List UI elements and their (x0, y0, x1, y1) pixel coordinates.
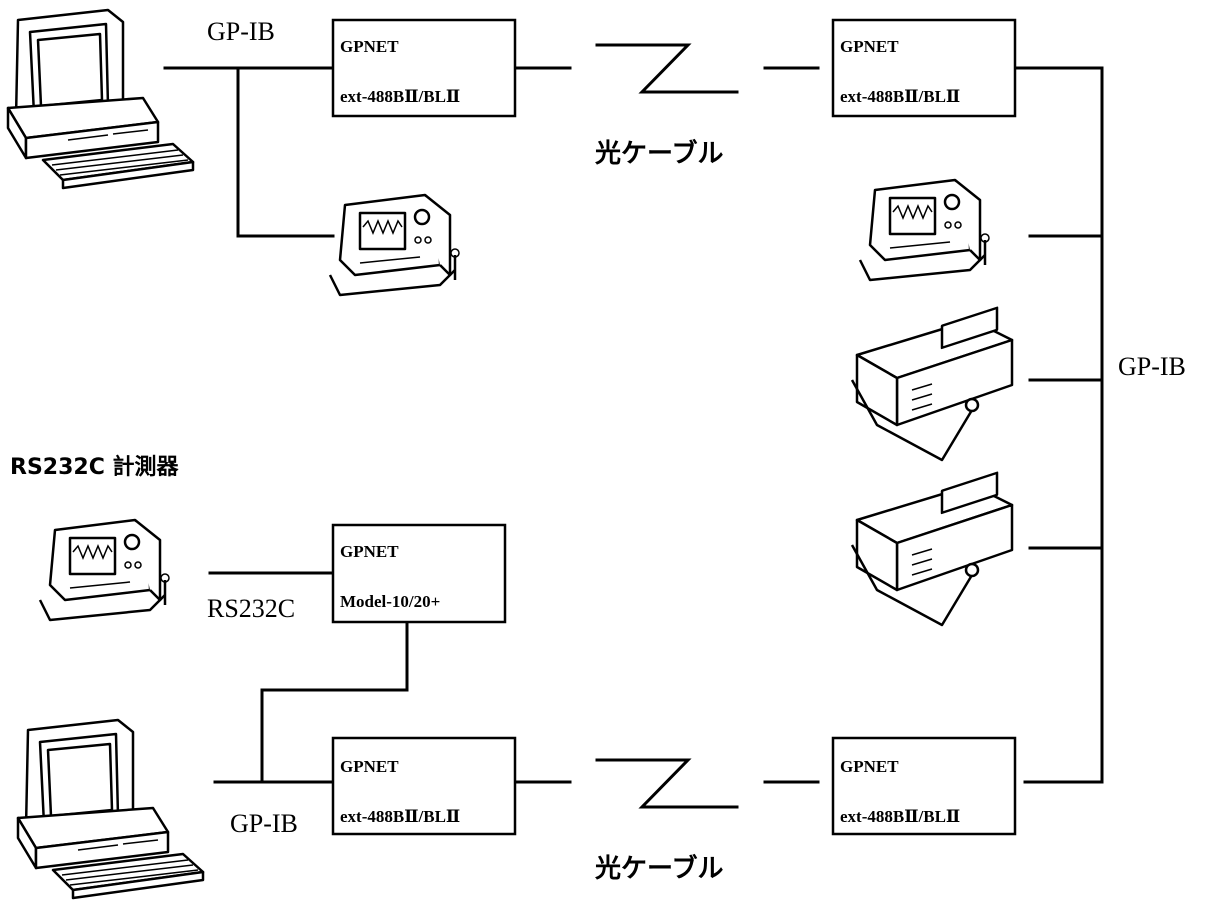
computer-bottom-icon (16, 718, 205, 900)
box-title: GPNET (840, 757, 899, 776)
meter-lower-icon (850, 471, 1014, 627)
gpib-label-top: GP-IB (207, 17, 275, 46)
oscilloscope-top-left-icon (328, 193, 461, 297)
rs232c-instrument-label: RS232C 計測器 (10, 454, 180, 480)
optical-cable-label-bottom: 光ケーブル (594, 853, 723, 884)
box-title: GPNET (340, 37, 399, 56)
rs232c-label: RS232C (207, 594, 295, 623)
wiring (163, 43, 1104, 809)
box-model: ext-488BⅡ/BLⅡ (340, 87, 460, 106)
optical-cable-label-top: 光ケーブル (594, 138, 723, 169)
gpnet-box-model10: GPNET Model-10/20+ (331, 523, 507, 624)
box-model: ext-488BⅡ/BLⅡ (340, 807, 460, 826)
gpnet-box-bottom-left: GPNET ext-488BⅡ/BLⅡ (331, 736, 517, 836)
computer-top-icon (6, 8, 195, 190)
box-title: GPNET (840, 37, 899, 56)
gpib-label-bottom: GP-IB (230, 809, 298, 838)
oscilloscope-top-right-icon (858, 178, 991, 282)
box-model: Model-10/20+ (340, 592, 440, 611)
box-title: GPNET (340, 757, 399, 776)
gpnet-box-top-left: GPNET ext-488BⅡ/BLⅡ (331, 18, 517, 118)
box-model: ext-488BⅡ/BLⅡ (840, 87, 960, 106)
oscilloscope-rs232c-icon (38, 518, 171, 622)
box-model: ext-488BⅡ/BLⅡ (840, 807, 960, 826)
box-title: GPNET (340, 542, 399, 561)
gpib-label-right: GP-IB (1118, 352, 1186, 381)
gpnet-box-top-right: GPNET ext-488BⅡ/BLⅡ (831, 18, 1017, 118)
meter-upper-icon (850, 306, 1014, 462)
gpnet-box-bottom-right: GPNET ext-488BⅡ/BLⅡ (831, 736, 1017, 836)
